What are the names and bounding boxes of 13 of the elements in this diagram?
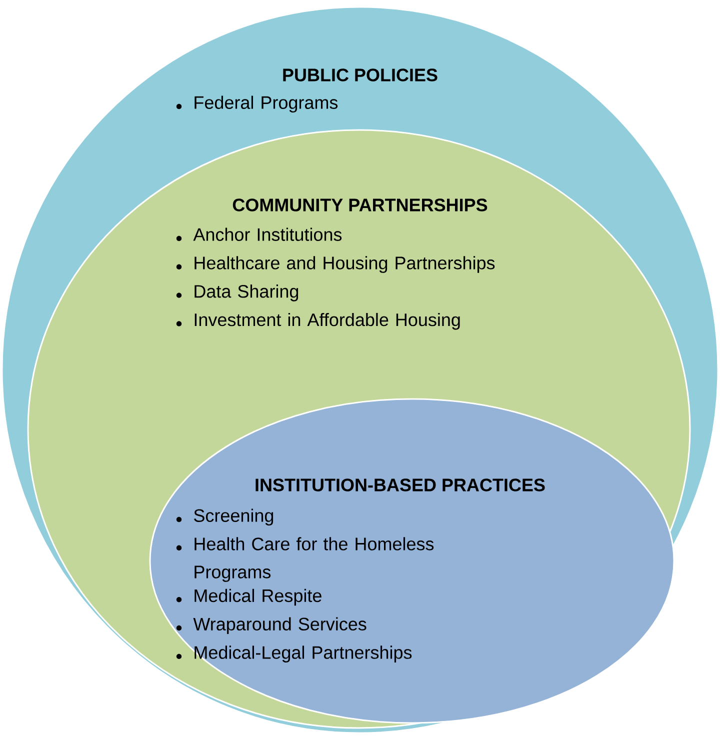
bullet-item: Medical-Legal Partnerships <box>194 646 412 662</box>
bullet-item: Health Care for the Homeless Programs <box>194 537 434 582</box>
bullet-item: Healthcare and Housing Partnerships <box>194 256 495 273</box>
bullet-item: Investment in Affordable Housing <box>194 312 460 330</box>
heading: INSTITUTION-BASED PRACTICES <box>256 478 545 492</box>
bullet-item: Screening <box>194 508 274 526</box>
heading: COMMUNITY PARTNERSHIPS <box>232 198 488 212</box>
bullet-item: Federal Programs <box>194 96 338 113</box>
heading: PUBLIC POLICIES <box>283 68 438 82</box>
bullet-item: Anchor Institutions <box>193 228 342 241</box>
bullet-item: Data Sharing <box>194 284 298 302</box>
bullet-item: Medical Respite <box>194 588 322 606</box>
bullet-item: Wraparound Services <box>193 617 366 634</box>
